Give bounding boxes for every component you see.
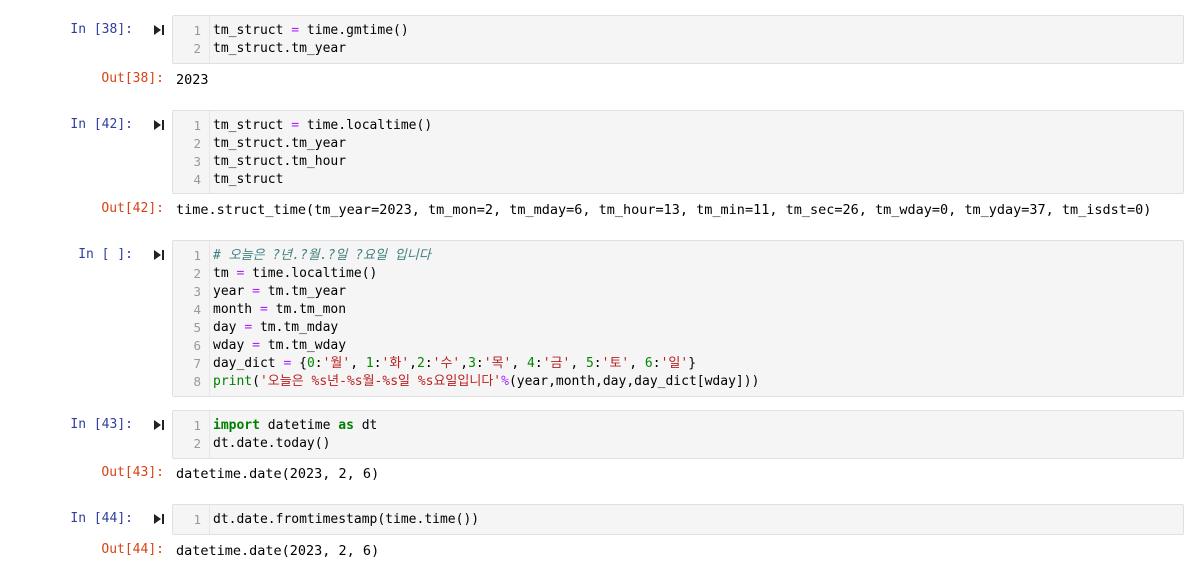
code-line: tm_struct.tm_hour [213, 154, 347, 169]
line-number: 1 [193, 512, 201, 527]
code-line: day = tm.tm_mday [213, 320, 339, 335]
run-cell-button[interactable] [152, 512, 166, 526]
input-prompt: In [43]: [70, 417, 133, 432]
code-line: tm_struct [213, 172, 284, 187]
code-line: import datetime as dt [213, 418, 378, 433]
code-line: tm_struct = time.localtime() [213, 118, 433, 133]
input-prompt: In [ ]: [78, 247, 133, 262]
line-number: 2 [193, 436, 201, 451]
run-cell-icon [154, 120, 164, 130]
line-number: 1 [193, 118, 201, 133]
run-cell-button[interactable] [152, 118, 166, 132]
run-cell-icon [154, 514, 164, 524]
code-editor[interactable]: 1 tm_struct = time.gmtime() 2 tm_struct.tm… [172, 15, 1184, 64]
line-number: 2 [193, 41, 201, 56]
cell-output: time.struct_time(tm_year=2023, tm_mon=2,… [176, 202, 1152, 218]
line-number: 2 [193, 136, 201, 151]
code-line: month = tm.tm_mon [213, 302, 347, 317]
line-number: 3 [193, 154, 201, 169]
line-number: 2 [193, 266, 201, 281]
code-editor[interactable]: 1 dt.date.fromtimestamp(time.time()) [172, 504, 1184, 535]
code-line: day_dict = {0:'월', 1:'화',2:'수',3:'목', 4:… [213, 356, 697, 371]
line-number: 1 [193, 23, 201, 38]
output-prompt: Out[44]: [101, 542, 164, 557]
line-number: 1 [193, 248, 201, 263]
code-line: tm = time.localtime() [213, 266, 378, 281]
code-line: print('오늘은 %s년-%s월-%s일 %s요일입니다'%(year,mo… [213, 374, 760, 389]
cell-output: datetime.date(2023, 2, 6) [176, 543, 380, 559]
run-cell-button[interactable] [152, 248, 166, 262]
code-editor[interactable]: 1 tm_struct = time.localtime() 2 tm_struct… [172, 110, 1184, 194]
line-number: 1 [193, 418, 201, 433]
code-line: dt.date.today() [213, 436, 331, 451]
line-number: 6 [193, 338, 201, 353]
code-line: year = tm.tm_year [213, 284, 347, 299]
run-cell-icon [154, 250, 164, 260]
code-line: tm_struct = time.gmtime() [213, 23, 409, 38]
run-cell-icon [154, 420, 164, 430]
line-number: 4 [193, 302, 201, 317]
line-number: 8 [193, 374, 201, 389]
code-line: tm_struct.tm_year [213, 41, 347, 56]
code-editor[interactable]: 1 import datetime as dt 2 dt.date.today() [172, 410, 1184, 459]
output-prompt: Out[43]: [101, 465, 164, 480]
input-prompt: In [38]: [70, 22, 133, 37]
line-number: 5 [193, 320, 201, 335]
cell-output: 2023 [176, 72, 209, 88]
code-line: tm_struct.tm_year [213, 136, 347, 151]
code-comment: # 오늘은 ?년.?월.?일 ?요일 입니다 [213, 248, 431, 263]
line-number: 4 [193, 172, 201, 187]
code-line: wday = tm.tm_wday [213, 338, 347, 353]
output-prompt: Out[38]: [101, 71, 164, 86]
run-cell-icon [154, 25, 164, 35]
output-prompt: Out[42]: [101, 201, 164, 216]
cell-output: datetime.date(2023, 2, 6) [176, 466, 380, 482]
line-number: 7 [193, 356, 201, 371]
run-cell-button[interactable] [152, 418, 166, 432]
code-line: dt.date.fromtimestamp(time.time()) [213, 512, 480, 527]
line-number: 3 [193, 284, 201, 299]
input-prompt: In [42]: [70, 117, 133, 132]
run-cell-button[interactable] [152, 23, 166, 37]
code-editor[interactable]: 1 # 오늘은 ?년.?월.?일 ?요일 입니다 2 tm = time.local… [172, 240, 1184, 397]
input-prompt: In [44]: [70, 511, 133, 526]
